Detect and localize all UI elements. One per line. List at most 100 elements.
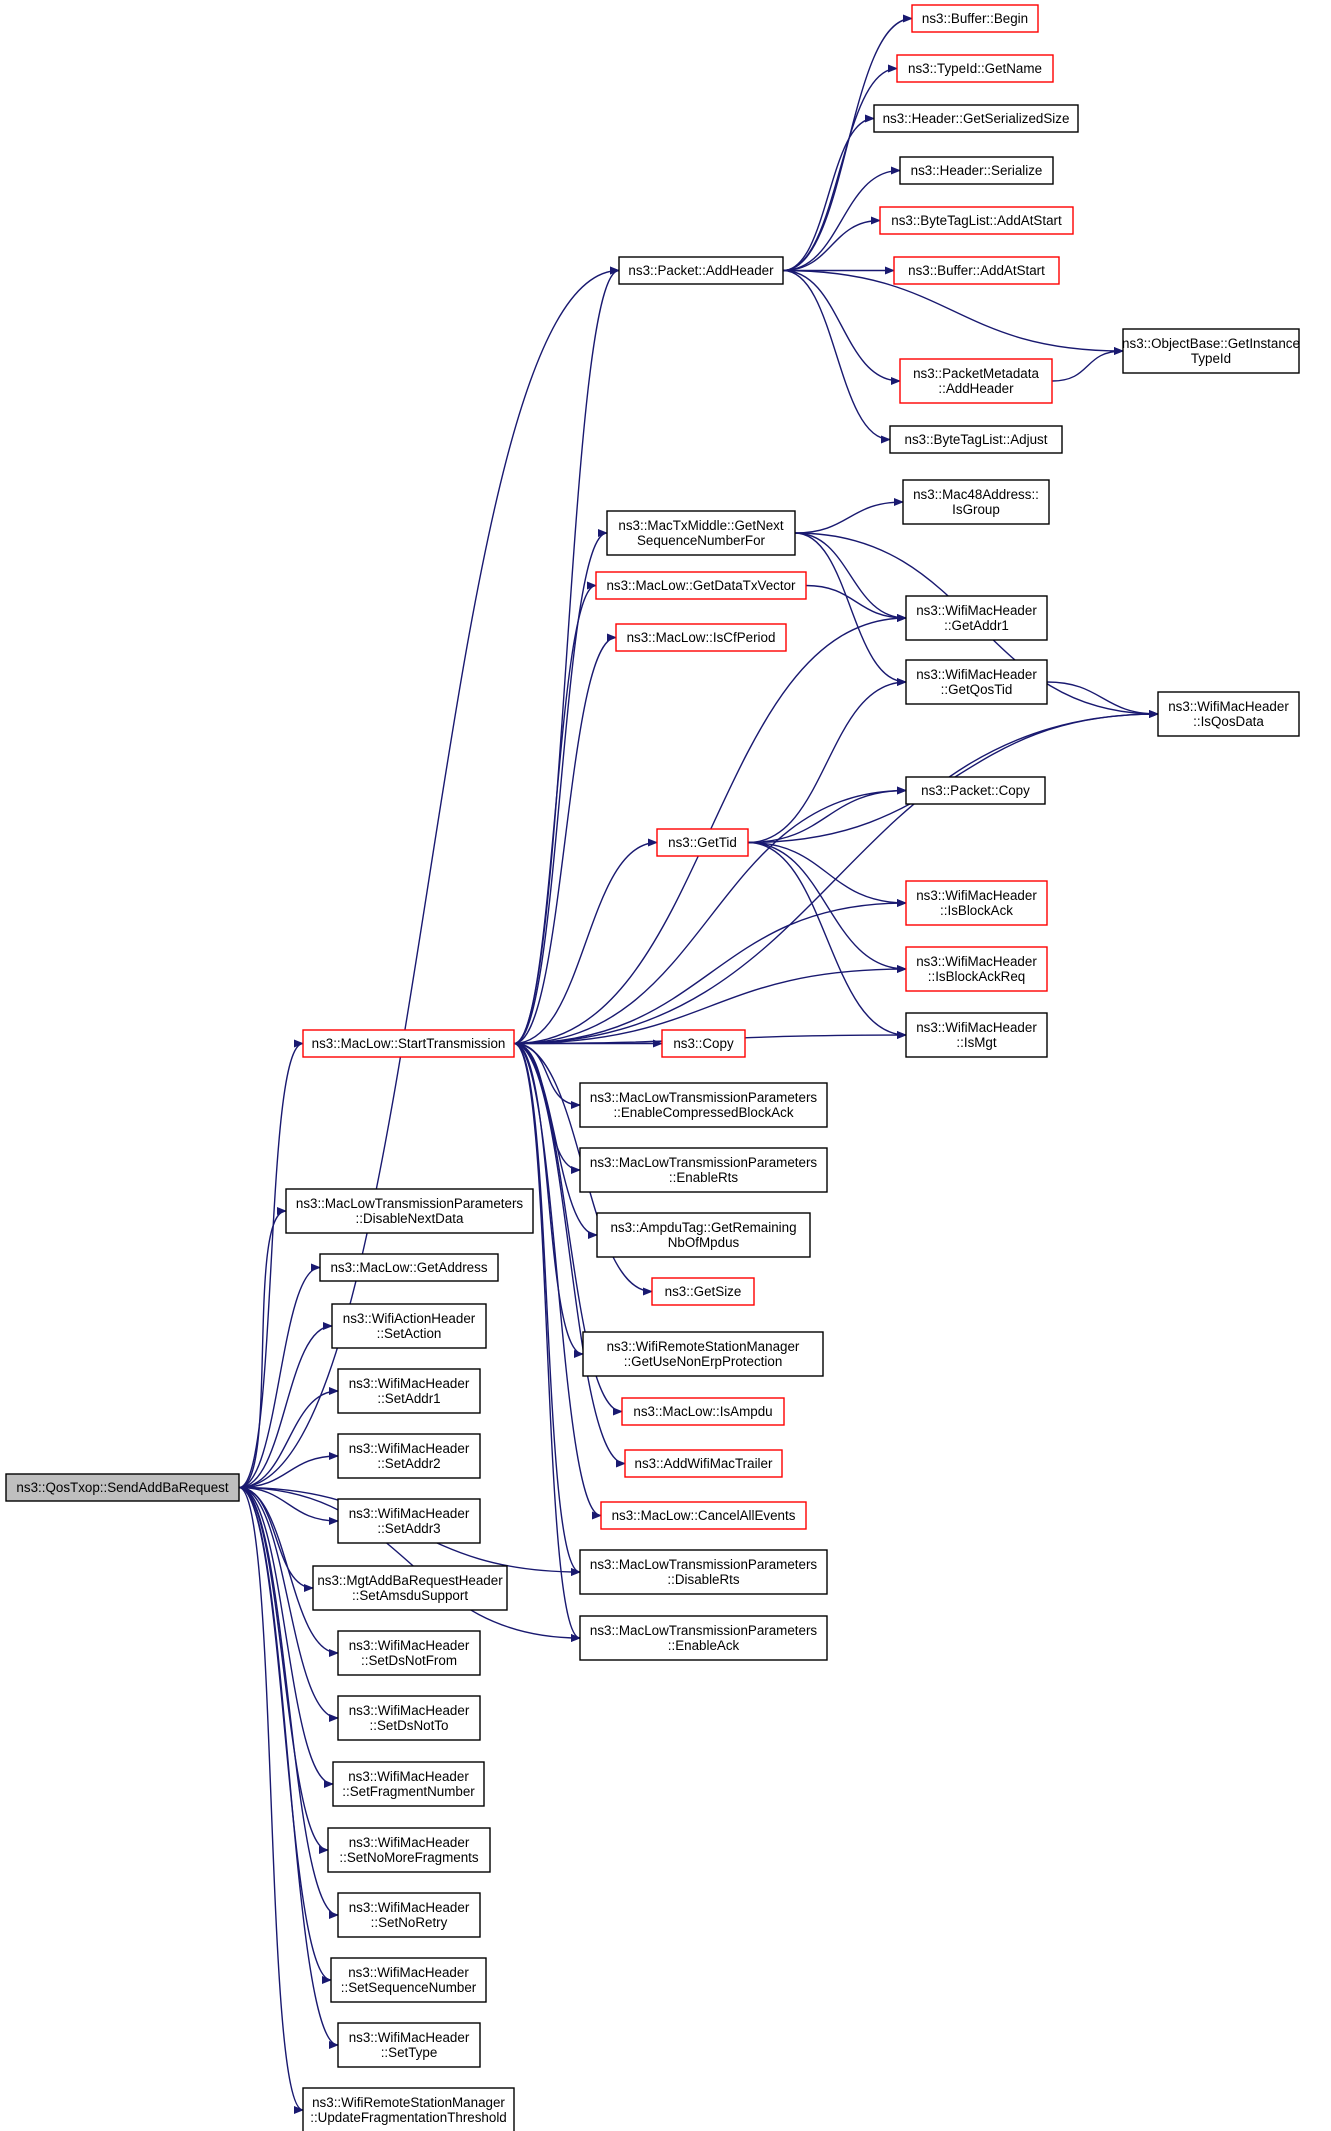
node-box[interactable] <box>579 1615 828 1661</box>
node-setaction[interactable]: ns3::WifiActionHeader::SetAction <box>331 1303 487 1349</box>
node-box[interactable] <box>873 104 1079 133</box>
node-box[interactable] <box>905 946 1048 992</box>
node-box[interactable] <box>331 1303 487 1349</box>
node-getsize[interactable]: ns3::GetSize <box>651 1277 755 1306</box>
node-box[interactable] <box>905 776 1046 805</box>
node-setnoretry[interactable]: ns3::WifiMacHeader::SetNoRetry <box>337 1892 481 1938</box>
node-btladjust[interactable]: ns3::ByteTagList::Adjust <box>889 425 1063 454</box>
node-getqostid[interactable]: ns3::WifiMacHeader::GetQosTid <box>905 659 1048 705</box>
node-isampdu[interactable]: ns3::MacLow::IsAmpdu <box>621 1397 785 1426</box>
node-box[interactable] <box>661 1029 746 1058</box>
node-addtrailer[interactable]: ns3::AddWifiMacTrailer <box>624 1449 783 1478</box>
node-box[interactable] <box>337 1892 481 1938</box>
node-typeidname[interactable]: ns3::TypeId::GetName <box>896 54 1054 83</box>
node-setaddr2[interactable]: ns3::WifiMacHeader::SetAddr2 <box>337 1433 481 1479</box>
node-pmaddheader[interactable]: ns3::PacketMetadata::AddHeader <box>899 358 1053 404</box>
node-box[interactable] <box>327 1827 491 1873</box>
node-updatefrag[interactable]: ns3::WifiRemoteStationManager::UpdateFra… <box>302 2087 515 2131</box>
node-box[interactable] <box>902 479 1050 525</box>
node-box[interactable] <box>899 358 1053 404</box>
node-getaddr1[interactable]: ns3::WifiMacHeader::GetAddr1 <box>905 595 1048 641</box>
node-usenonerp[interactable]: ns3::WifiRemoteStationManager::GetUseNon… <box>582 1331 824 1377</box>
node-setseqnum[interactable]: ns3::WifiMacHeader::SetSequenceNumber <box>330 1957 487 2003</box>
node-disablenext[interactable]: ns3::MacLowTransmissionParameters::Disab… <box>285 1188 534 1234</box>
node-box[interactable] <box>651 1277 755 1306</box>
node-box[interactable] <box>332 1761 485 1807</box>
node-box[interactable] <box>285 1188 534 1234</box>
node-box[interactable] <box>579 1147 828 1193</box>
node-box[interactable] <box>905 1012 1048 1058</box>
node-setdsnotto[interactable]: ns3::WifiMacHeader::SetDsNotTo <box>337 1695 481 1741</box>
node-enablecba[interactable]: ns3::MacLowTransmissionParameters::Enabl… <box>579 1082 828 1128</box>
node-copy[interactable]: ns3::Copy <box>661 1029 746 1058</box>
node-isblockackreq[interactable]: ns3::WifiMacHeader::IsBlockAckReq <box>905 946 1048 992</box>
node-box[interactable] <box>5 1473 240 1502</box>
node-setaddr3[interactable]: ns3::WifiMacHeader::SetAddr3 <box>337 1498 481 1544</box>
node-box[interactable] <box>624 1449 783 1478</box>
node-root[interactable]: ns3::QosTxop::SendAddBaRequest <box>5 1473 240 1502</box>
node-box[interactable] <box>899 156 1054 185</box>
node-bufbegin[interactable]: ns3::Buffer::Begin <box>911 4 1039 33</box>
node-setamsdu[interactable]: ns3::MgtAddBaRequestHeader::SetAmsduSupp… <box>312 1565 508 1611</box>
node-box[interactable] <box>330 1957 487 2003</box>
node-hdrserialize[interactable]: ns3::Header::Serialize <box>899 156 1054 185</box>
node-box[interactable] <box>337 1498 481 1544</box>
node-box[interactable] <box>879 206 1074 235</box>
node-box[interactable] <box>319 1253 499 1282</box>
node-getsersize[interactable]: ns3::Header::GetSerializedSize <box>873 104 1079 133</box>
node-gettid[interactable]: ns3::GetTid <box>656 828 749 857</box>
node-box[interactable] <box>579 1549 828 1595</box>
node-getnextseq[interactable]: ns3::MacTxMiddle::GetNextSequenceNumberF… <box>606 510 796 556</box>
node-box[interactable] <box>606 510 796 556</box>
node-isblockack[interactable]: ns3::WifiMacHeader::IsBlockAck <box>905 880 1048 926</box>
node-ismgt[interactable]: ns3::WifiMacHeader::IsMgt <box>905 1012 1048 1058</box>
node-box[interactable] <box>582 1331 824 1377</box>
node-box[interactable] <box>618 256 784 285</box>
node-box[interactable] <box>600 1501 807 1530</box>
node-box[interactable] <box>893 256 1060 285</box>
node-isgroup[interactable]: ns3::Mac48Address::IsGroup <box>902 479 1050 525</box>
node-box[interactable] <box>896 54 1054 83</box>
node-box[interactable] <box>889 425 1063 454</box>
node-box[interactable] <box>337 1368 481 1414</box>
node-box[interactable] <box>615 623 787 652</box>
node-box[interactable] <box>911 4 1039 33</box>
node-box[interactable] <box>312 1565 508 1611</box>
node-bufaddstart[interactable]: ns3::Buffer::AddAtStart <box>893 256 1060 285</box>
node-addheader[interactable]: ns3::Packet::AddHeader <box>618 256 784 285</box>
node-box[interactable] <box>337 1630 481 1676</box>
node-box[interactable] <box>905 659 1048 705</box>
node-btladdstart[interactable]: ns3::ByteTagList::AddAtStart <box>879 206 1074 235</box>
node-box[interactable] <box>579 1082 828 1128</box>
node-box[interactable] <box>905 880 1048 926</box>
node-box[interactable] <box>656 828 749 857</box>
node-iscfperiod[interactable]: ns3::MacLow::IsCfPeriod <box>615 623 787 652</box>
node-box[interactable] <box>337 1695 481 1741</box>
node-box[interactable] <box>905 595 1048 641</box>
node-box[interactable] <box>1157 691 1300 737</box>
node-setfragnum[interactable]: ns3::WifiMacHeader::SetFragmentNumber <box>332 1761 485 1807</box>
node-getdatatx[interactable]: ns3::MacLow::GetDataTxVector <box>595 571 807 600</box>
node-box[interactable] <box>337 2022 481 2068</box>
node-setnomore[interactable]: ns3::WifiMacHeader::SetNoMoreFragments <box>327 1827 491 1873</box>
node-cancelall[interactable]: ns3::MacLow::CancelAllEvents <box>600 1501 807 1530</box>
node-isqosdata[interactable]: ns3::WifiMacHeader::IsQosData <box>1157 691 1300 737</box>
node-enablerts[interactable]: ns3::MacLowTransmissionParameters::Enabl… <box>579 1147 828 1193</box>
node-pktcopy[interactable]: ns3::Packet::Copy <box>905 776 1046 805</box>
node-box[interactable] <box>302 2087 515 2131</box>
node-box[interactable] <box>596 1212 811 1258</box>
node-disablerts[interactable]: ns3::MacLowTransmissionParameters::Disab… <box>579 1549 828 1595</box>
node-settype[interactable]: ns3::WifiMacHeader::SetType <box>337 2022 481 2068</box>
node-starttx[interactable]: ns3::MacLow::StartTransmission <box>302 1029 515 1058</box>
node-box[interactable] <box>595 571 807 600</box>
node-setdsnotfrom[interactable]: ns3::WifiMacHeader::SetDsNotFrom <box>337 1630 481 1676</box>
node-getaddress[interactable]: ns3::MacLow::GetAddress <box>319 1253 499 1282</box>
node-box[interactable] <box>621 1397 785 1426</box>
node-box[interactable] <box>337 1433 481 1479</box>
node-setaddr1[interactable]: ns3::WifiMacHeader::SetAddr1 <box>337 1368 481 1414</box>
node-box[interactable] <box>1122 328 1300 374</box>
node-box[interactable] <box>302 1029 515 1058</box>
node-enableack[interactable]: ns3::MacLowTransmissionParameters::Enabl… <box>579 1615 828 1661</box>
